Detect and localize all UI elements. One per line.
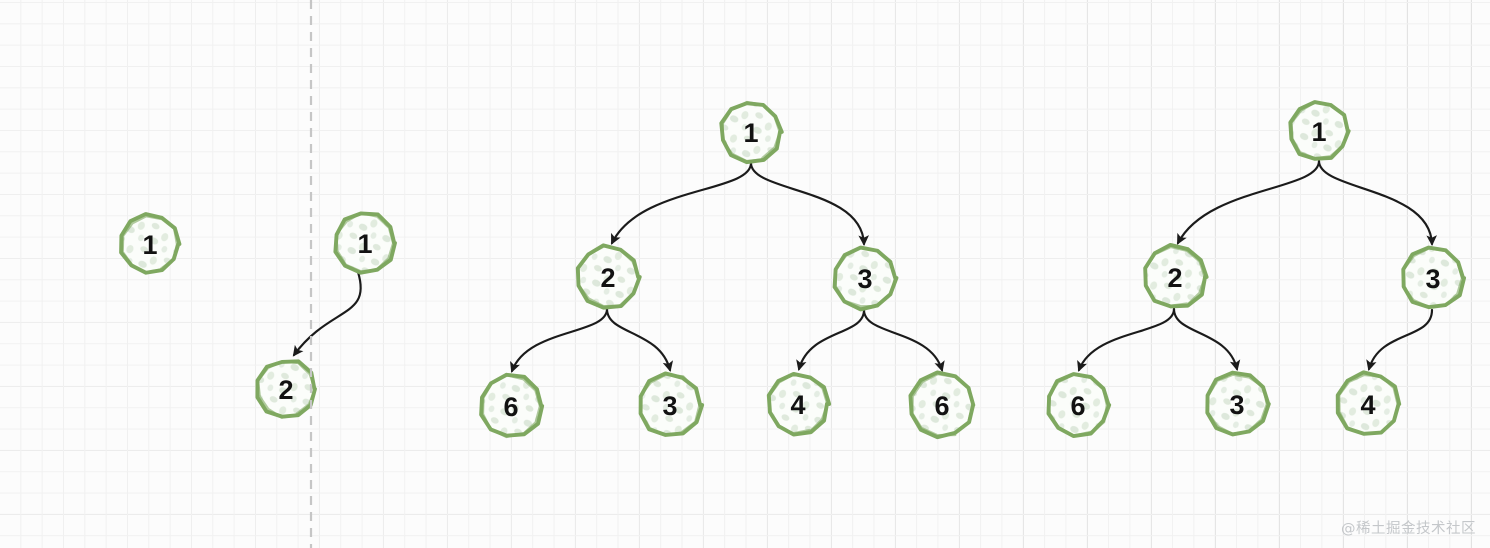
tree-node[interactable]: 6 xyxy=(908,370,976,440)
node-fill xyxy=(1338,374,1398,434)
edge-t3-n3-to-t3-n7 xyxy=(862,308,945,372)
node-fill xyxy=(1145,247,1205,307)
edge-t4-n2-to-t4-n4 xyxy=(1077,307,1176,372)
node-outline xyxy=(638,373,701,437)
edge-t3-n1-to-t3-n2 xyxy=(610,161,753,245)
edge-t3-n2-to-t3-n5 xyxy=(605,307,674,372)
tree-node[interactable]: 6 xyxy=(479,372,545,439)
edge-t2-n1-to-t2-n2 xyxy=(292,270,362,357)
tree-node[interactable]: 2 xyxy=(255,359,317,419)
tree-node[interactable]: 4 xyxy=(1335,370,1402,436)
watermark-label: @稀土掘金技术社区 xyxy=(1341,521,1476,537)
edge-t4-n1-to-t4-n2 xyxy=(1176,159,1321,245)
node-outline xyxy=(481,373,542,439)
node-value-label: 6 xyxy=(1070,391,1085,421)
tree-node[interactable]: 4 xyxy=(766,371,832,437)
tree-node[interactable]: 1 xyxy=(719,100,784,165)
tree-nodes-group: 1 1 2 1 2 3 6 3 4 6 1 2 3 6 3 4 xyxy=(119,100,1467,440)
tree-node[interactable]: 2 xyxy=(1143,242,1209,309)
node-outline xyxy=(834,246,897,308)
tree-node[interactable]: 1 xyxy=(119,212,182,275)
node-value-label: 1 xyxy=(357,229,372,259)
edge-t4-n3-to-t4-n6 xyxy=(1366,308,1434,371)
node-outline xyxy=(911,372,974,437)
tree-node[interactable]: 3 xyxy=(638,371,705,437)
tree-node[interactable]: 3 xyxy=(1205,370,1271,437)
node-fill xyxy=(640,375,700,435)
tree-node[interactable]: 2 xyxy=(575,243,642,310)
node-fill xyxy=(911,374,973,436)
node-value-label: 6 xyxy=(934,391,949,421)
node-fill xyxy=(835,248,895,308)
node-outline xyxy=(1047,373,1109,438)
node-value-label: 4 xyxy=(1360,390,1375,420)
edge-t3-n1-to-t3-n3 xyxy=(749,161,869,247)
node-value-label: 1 xyxy=(142,230,157,260)
node-fill xyxy=(122,216,178,272)
tree-node[interactable]: 3 xyxy=(1401,245,1467,310)
node-value-label: 1 xyxy=(1311,117,1326,147)
node-value-label: 4 xyxy=(790,390,805,420)
node-outline xyxy=(1337,373,1399,436)
node-outline xyxy=(121,214,179,275)
node-fill xyxy=(481,376,541,436)
node-fill xyxy=(258,361,314,417)
tree-node[interactable]: 1 xyxy=(1288,100,1351,161)
node-outline xyxy=(721,100,782,163)
node-value-label: 3 xyxy=(1229,390,1244,420)
node-value-label: 2 xyxy=(1167,263,1182,293)
node-fill xyxy=(578,247,638,307)
node-fill xyxy=(1291,103,1347,159)
node-outline xyxy=(577,245,641,308)
edge-t3-n2-to-t3-n4 xyxy=(510,307,609,373)
node-outline xyxy=(335,211,395,273)
node-value-label: 2 xyxy=(278,375,293,405)
tree-node[interactable]: 1 xyxy=(333,211,397,275)
node-outline xyxy=(767,372,829,435)
node-fill xyxy=(769,375,827,433)
node-outline xyxy=(255,359,317,419)
node-fill xyxy=(1207,374,1267,434)
tree-edges-group xyxy=(292,159,1437,373)
node-fill xyxy=(722,103,780,161)
node-fill xyxy=(336,214,394,272)
node-outline xyxy=(1401,247,1464,309)
node-value-label: 3 xyxy=(1425,264,1440,294)
node-outline xyxy=(256,360,317,419)
node-value-label: 3 xyxy=(662,391,677,421)
node-value-label: 1 xyxy=(743,118,758,148)
edge-t4-n2-to-t4-n5 xyxy=(1172,307,1241,371)
tree-node[interactable]: 3 xyxy=(832,245,899,312)
node-fill xyxy=(1048,375,1108,435)
edge-t3-n3-to-t3-n6 xyxy=(796,308,866,371)
node-outline xyxy=(1290,100,1349,160)
node-fill xyxy=(1403,248,1463,308)
node-outline xyxy=(1206,373,1269,436)
node-outline xyxy=(1144,245,1207,308)
node-value-label: 6 xyxy=(503,392,518,422)
edge-t4-n1-to-t4-n3 xyxy=(1317,159,1437,247)
node-value-label: 3 xyxy=(857,264,872,294)
node-value-label: 2 xyxy=(600,263,615,293)
tree-node[interactable]: 6 xyxy=(1046,372,1112,439)
